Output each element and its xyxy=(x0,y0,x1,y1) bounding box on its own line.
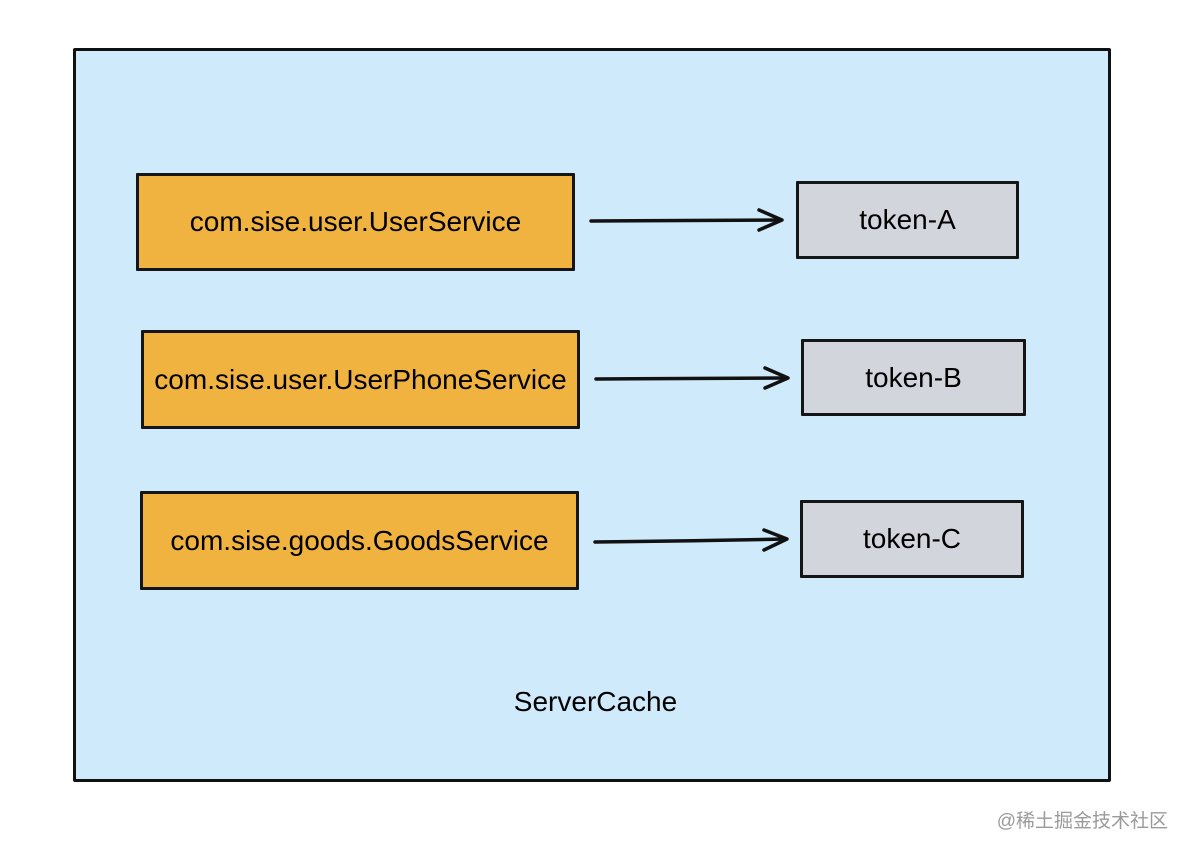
token-box-a: token-A xyxy=(796,181,1019,259)
token-box-c: token-C xyxy=(800,500,1024,578)
server-cache-label: ServerCache xyxy=(513,686,678,717)
token-label: token-B xyxy=(865,361,962,393)
service-box-user-service: com.sise.user.UserService xyxy=(136,173,575,271)
watermark-text: @稀土掘金技术社区 xyxy=(996,811,1168,832)
token-label: token-C xyxy=(862,523,962,554)
service-label: com.sise.user.UserService xyxy=(189,206,522,237)
token-box-b: token-B xyxy=(801,339,1026,416)
service-label: com.sise.goods.GoodsService xyxy=(170,524,549,556)
token-label: token-A xyxy=(859,204,956,235)
service-box-goods-service: com.sise.goods.GoodsService xyxy=(140,491,579,590)
service-box-user-phone-service: com.sise.user.UserPhoneService xyxy=(141,330,580,429)
service-label: com.sise.user.UserPhoneService xyxy=(154,363,567,395)
